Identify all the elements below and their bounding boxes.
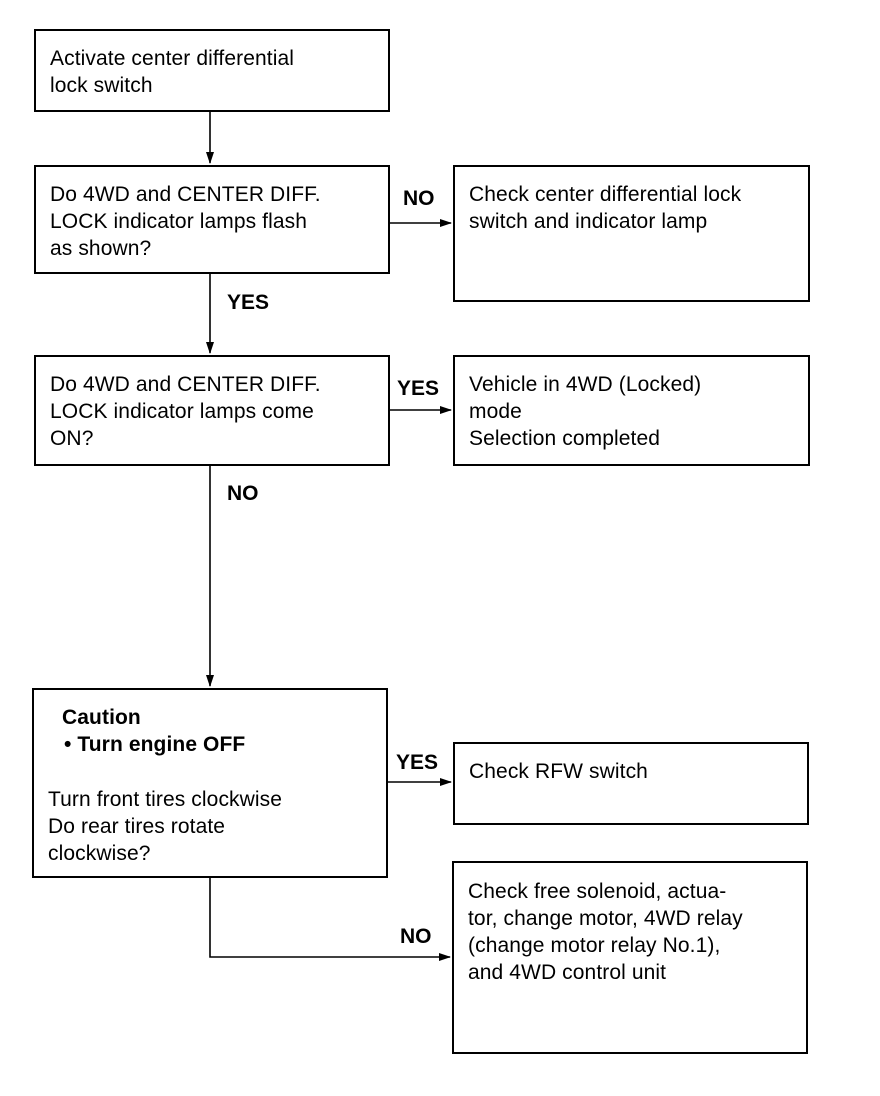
on-no-label: NO [227, 482, 259, 505]
caution-box [32, 688, 388, 878]
caution-title: Caution [62, 706, 141, 729]
activate-switch-box [34, 29, 390, 112]
rotate-yes-label: YES [396, 751, 439, 774]
on-question-box [34, 355, 390, 466]
check-switch-box [453, 165, 810, 302]
check-solenoid-text: Check free solenoid, actua- tor, change … [468, 880, 743, 984]
check-solenoid-box [452, 861, 808, 1054]
check-rfw-box [453, 742, 809, 825]
locked-mode-text: Vehicle in 4WD (Locked) mode Selection c… [469, 373, 702, 450]
rotate-no-label: NO [400, 925, 432, 948]
locked-mode-box [453, 355, 810, 466]
check-switch-text: Check center differential lock switch an… [469, 183, 742, 233]
flash-question-box [34, 165, 390, 274]
caution-bullet: • Turn engine OFF [64, 733, 246, 756]
activate-switch-text: Activate center differential lock switch [50, 47, 295, 97]
on-question-text: Do 4WD and CENTER DIFF. LOCK indicator l… [50, 373, 321, 450]
on-yes-label: YES [397, 377, 440, 400]
arrow-rotate-no [209, 878, 451, 961]
flash-yes-label: YES [227, 291, 270, 314]
check-rfw-text: Check RFW switch [469, 760, 648, 783]
flash-no-label: NO [403, 187, 435, 210]
flash-question-text: Do 4WD and CENTER DIFF. LOCK indicator l… [50, 183, 321, 260]
caution-question-text: Turn front tires clockwise Do rear tires… [48, 788, 283, 865]
